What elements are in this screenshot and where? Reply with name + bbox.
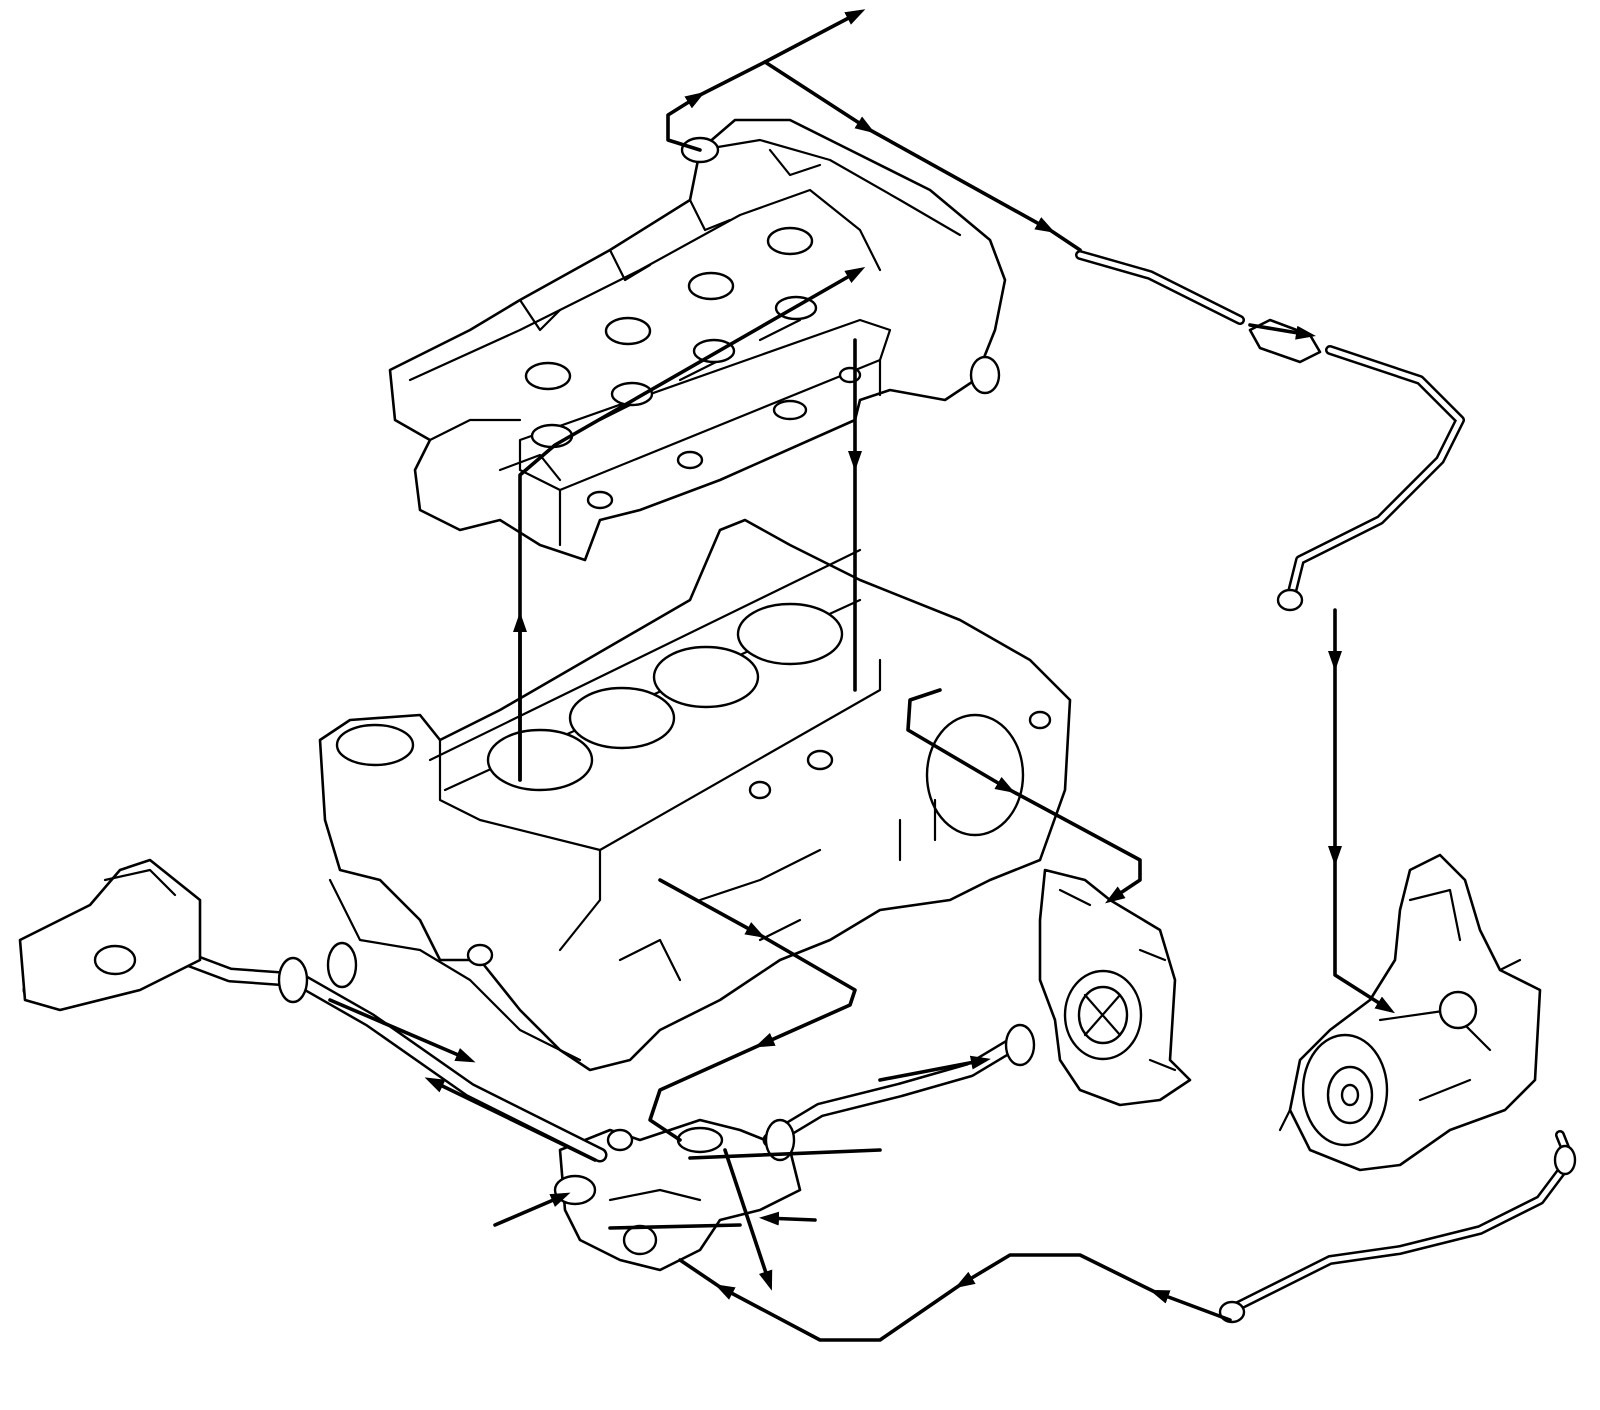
- turbocharger: [1278, 853, 1542, 1172]
- cylinder-block: [318, 518, 1072, 1072]
- flow-line: [1008, 788, 1142, 904]
- flow-line: [648, 1043, 762, 1142]
- flow-line: [698, 9, 866, 97]
- flow-line: [1333, 858, 1396, 1014]
- flow-line: [906, 688, 1016, 794]
- flow-line: [868, 128, 1056, 233]
- flow-line: [759, 1211, 817, 1226]
- vacuum-pump: [1038, 868, 1192, 1107]
- cylinder-head: [388, 118, 1007, 562]
- flow-line: [678, 1258, 722, 1289]
- flow-line: [424, 1077, 597, 1162]
- flow-line: [714, 1283, 962, 1342]
- flow-line: [328, 998, 476, 1063]
- flow-line: [1248, 323, 1316, 340]
- coolant-hoses: [18, 858, 1036, 1163]
- flow-line: [878, 1055, 991, 1082]
- flow-line: [608, 1223, 742, 1230]
- flow-line: [723, 1148, 773, 1291]
- flow-line: [1149, 1289, 1232, 1322]
- flow-line: [1048, 228, 1082, 252]
- flow-line: [954, 1253, 1157, 1294]
- flow-line: [658, 878, 766, 938]
- flow-line: [493, 1192, 571, 1227]
- flow-line: [688, 1148, 882, 1160]
- flow-line: [754, 933, 857, 1048]
- coolant-flow-lines: [328, 9, 1396, 1342]
- flow-line: [666, 91, 706, 152]
- turbo-coolant-pipes: [1075, 250, 1577, 1324]
- flow-line: [763, 60, 876, 134]
